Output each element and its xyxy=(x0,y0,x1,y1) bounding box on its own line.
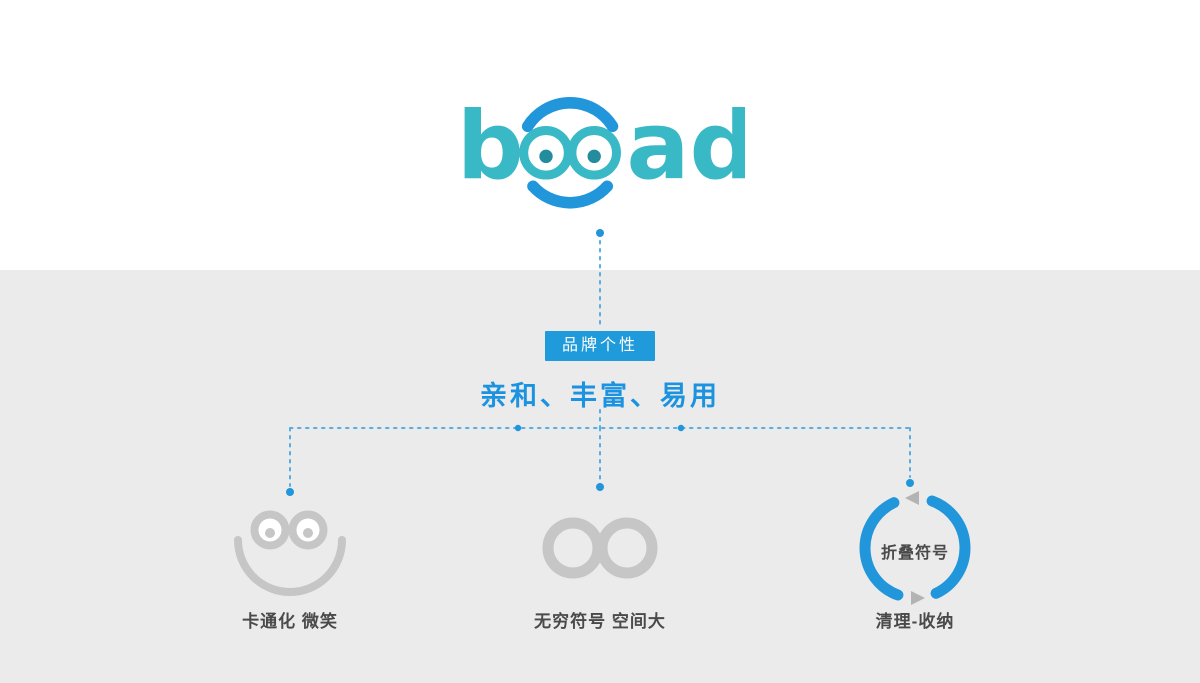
boad-logo-svg: b ad xyxy=(457,92,745,209)
branch-cartoon xyxy=(230,502,350,602)
logo-bottom-arc-icon xyxy=(527,180,614,209)
brand-traits-headline: 亲和、丰富、易用 xyxy=(480,381,720,411)
circle-arc-left-icon xyxy=(859,497,904,601)
circle-arc-right-icon xyxy=(926,495,971,599)
infinity-loop-left-icon xyxy=(542,517,604,579)
cartoon-smile-face-icon xyxy=(234,510,346,596)
infinity-icon xyxy=(542,517,658,579)
junction-dot xyxy=(596,229,604,237)
branch-label-cartoon: 卡通化 微笑 xyxy=(242,612,338,631)
fold-symbol-label: 折叠符号 xyxy=(880,545,949,562)
branch-label-infinity: 无穷符号 空间大 xyxy=(534,612,666,631)
branch-fold xyxy=(850,483,980,613)
arrow-bottom-icon xyxy=(911,591,925,605)
branch-infinity xyxy=(542,515,658,581)
cartoon-pupil-right-icon xyxy=(303,528,313,538)
cartoon-pupil-left-icon xyxy=(265,528,275,538)
infinity-loop-right-icon xyxy=(596,517,658,579)
logo-pupil-left-icon xyxy=(539,149,553,164)
boad-logo: b ad xyxy=(455,83,745,219)
brand-personality-badge: 品牌个性 xyxy=(544,331,656,361)
circular-arrows-icon xyxy=(859,491,971,605)
branch-label-fold: 清理-收纳 xyxy=(875,612,955,631)
logo-letters-ad: ad xyxy=(626,92,745,201)
logo-letter-b: b xyxy=(457,92,524,201)
cartoon-smile-icon xyxy=(234,536,346,596)
logo-top-arc-icon xyxy=(521,96,619,133)
arrow-top-icon xyxy=(905,491,919,505)
logo-pupil-right-icon xyxy=(587,149,601,164)
